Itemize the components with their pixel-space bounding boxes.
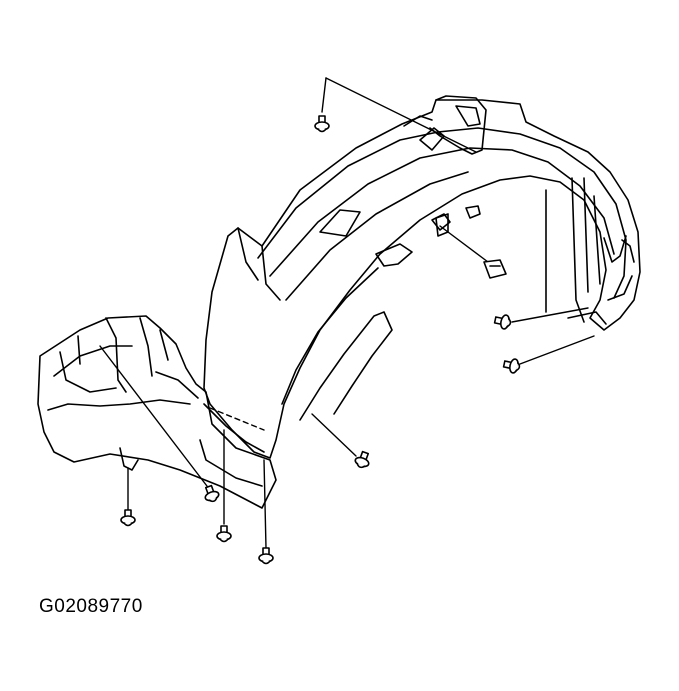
- push-pin-icon-right-lower: [503, 357, 521, 374]
- push-pin-icon-arch: [354, 450, 372, 469]
- leader-arch-lower: [312, 414, 356, 456]
- lower-air-deflector: [38, 316, 276, 508]
- fender-liner: [204, 96, 640, 458]
- push-pin-icon-front-1: [121, 510, 135, 526]
- leader-clip: [440, 226, 488, 262]
- push-pin-icon-top: [315, 116, 329, 132]
- leader-right-lower: [520, 336, 594, 364]
- push-pin-icon-front-4: [259, 548, 273, 564]
- leader-top-bracket: [326, 78, 476, 152]
- push-pin-fasteners: [121, 116, 521, 564]
- leader-dashed: [210, 408, 264, 430]
- leader-front-2: [100, 346, 210, 490]
- leader-lines: [100, 78, 594, 548]
- leader-top: [322, 78, 326, 112]
- push-pin-icon-right-upper: [494, 313, 512, 330]
- leader-right-upper: [512, 308, 588, 322]
- push-pin-icon-front-3: [217, 526, 231, 542]
- retainer-clip-icon: [484, 260, 506, 278]
- figure-code: G02089770: [39, 596, 143, 617]
- push-pin-icon-front-2: [202, 484, 220, 503]
- leader-front-4: [264, 460, 266, 548]
